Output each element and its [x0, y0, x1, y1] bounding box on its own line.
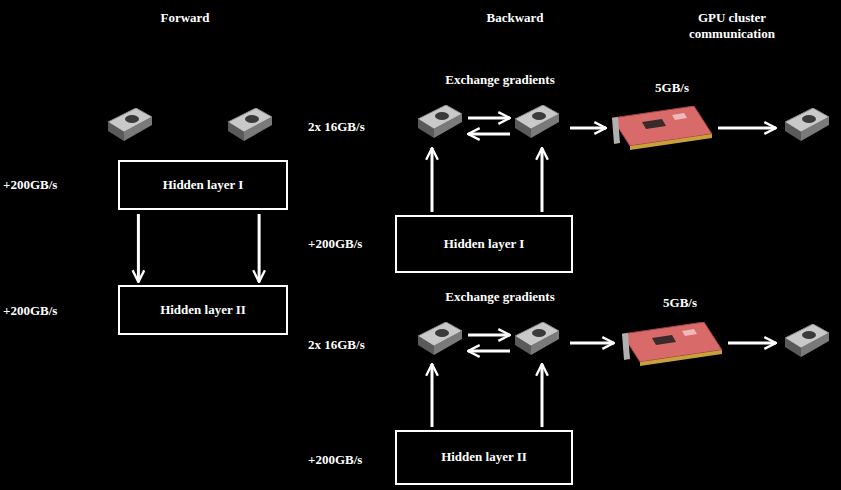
- diagram-label: 5GB/s: [655, 80, 689, 96]
- diagram-label: +200GB/s: [3, 303, 57, 319]
- diagram-label: Exchange gradients: [445, 72, 554, 88]
- exchange-arrow: [468, 350, 510, 353]
- gpu-icon: [785, 108, 829, 141]
- layer-name: Hidden layer I: [444, 236, 525, 252]
- flow-arrow: [570, 342, 614, 345]
- gpu-icon: [515, 322, 559, 355]
- exchange-arrow: [468, 133, 510, 136]
- diagram-label: GPU cluster communication: [677, 10, 787, 43]
- diagram-label: +200GB/s: [3, 177, 57, 193]
- forward-arrow: [258, 214, 261, 282]
- gpu-icon: [418, 105, 462, 138]
- gpu-icon: [108, 108, 152, 141]
- layer-box: Hidden layer II: [395, 430, 573, 485]
- layer-box: Hidden layer I: [118, 160, 288, 210]
- forward-arrow: [137, 214, 140, 282]
- exchange-arrow: [468, 334, 510, 337]
- gpu-icon: [785, 324, 829, 357]
- network-card-icon: [622, 322, 722, 366]
- gpu-icon: [228, 108, 272, 141]
- diagram-label: 2x 16GB/s: [308, 119, 365, 135]
- layer-box: Hidden layer II: [118, 285, 288, 335]
- diagram-label: 5GB/s: [663, 295, 697, 311]
- diagram-label: Backward: [486, 10, 543, 26]
- flow-arrow: [728, 342, 776, 345]
- layer-box: Hidden layer I: [395, 215, 573, 273]
- gradient-arrow: [541, 364, 544, 427]
- gradient-arrow: [431, 148, 434, 212]
- exchange-arrow: [468, 117, 510, 120]
- diagram-label: Exchange gradients: [445, 289, 554, 305]
- diagram-label: +200GB/s: [308, 236, 362, 252]
- flow-arrow: [718, 127, 776, 130]
- network-card-icon: [612, 106, 712, 150]
- gradient-arrow: [431, 364, 434, 427]
- diagram-label: 2x 16GB/s: [308, 337, 365, 353]
- diagram-label: +200GB/s: [308, 452, 362, 468]
- gpu-icon: [418, 322, 462, 355]
- gradient-arrow: [541, 148, 544, 212]
- flow-arrow: [570, 127, 606, 130]
- diagram-label: Forward: [160, 10, 209, 26]
- layer-name: Hidden layer II: [441, 449, 527, 465]
- layer-name: Hidden layer I: [163, 177, 244, 193]
- gpu-icon: [515, 105, 559, 138]
- layer-name: Hidden layer II: [160, 302, 246, 318]
